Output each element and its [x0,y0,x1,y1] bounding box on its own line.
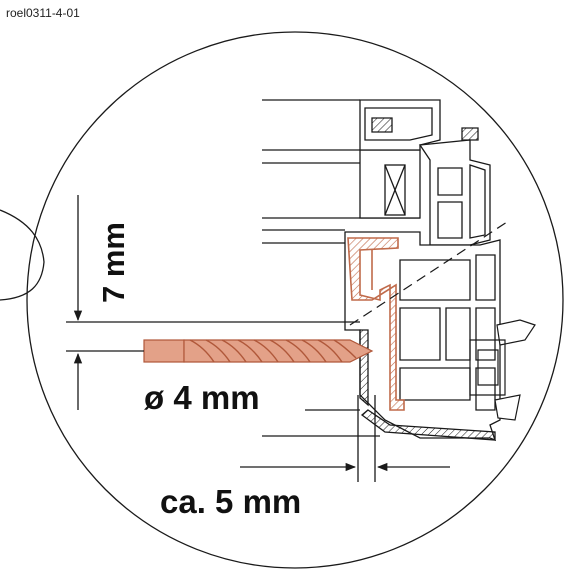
height-label: 7 mm [96,222,131,303]
window-profile-section [262,99,536,442]
drill-bit [143,339,374,363]
magnifier-circle [26,31,564,569]
diameter-label: ø 4 mm [144,379,260,416]
detail-callout-stub [0,209,45,301]
glass-spacer [359,149,421,219]
distance-label: ca. 5 mm [160,483,301,520]
fitting-hardware [469,319,536,421]
height-dimension [66,195,360,410]
reference-id: roel0311-4-01 [6,6,80,20]
frame-profile [344,231,501,442]
sash-profile [359,99,491,246]
reinforcement-profile [347,237,405,411]
distance-dimension [240,395,450,482]
